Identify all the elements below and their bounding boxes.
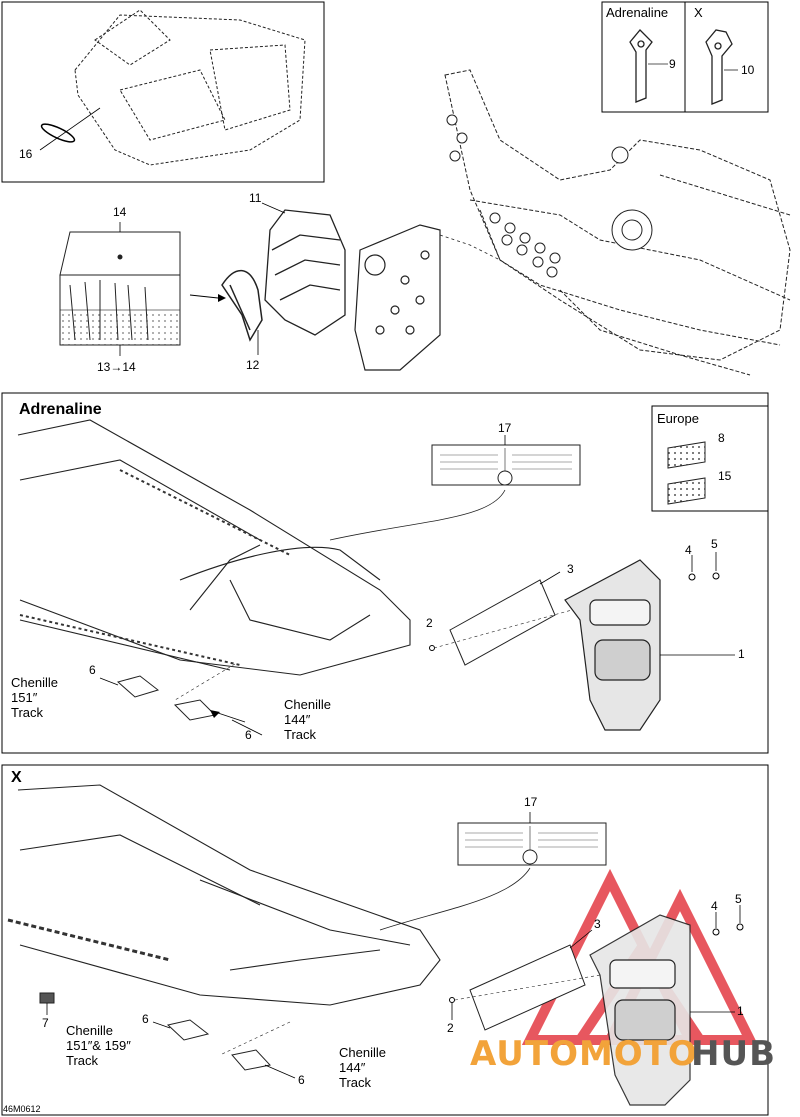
track-label-144: 144″ xyxy=(284,712,311,727)
track-label-151-159: 151″& 159″ xyxy=(66,1038,131,1053)
part-label-6-x-b: 6 xyxy=(298,1073,305,1087)
track-label-track-144: Track xyxy=(284,727,317,742)
part-label-1-adrenaline: 1 xyxy=(738,647,745,661)
frame-holes xyxy=(446,114,653,278)
part-label-2-adrenaline: 2 xyxy=(426,616,433,630)
part-label-4-adrenaline: 4 xyxy=(685,543,692,557)
track-guide-6-adrenaline xyxy=(116,675,217,721)
track-label-144-x: 144″ xyxy=(339,1060,366,1075)
watermark-text-hub: HUB xyxy=(691,1034,776,1074)
strap-ring-16 xyxy=(40,123,76,143)
variant-label-x-top: X xyxy=(694,5,703,20)
bracket-9-drawing xyxy=(629,29,668,103)
diagram-code: 46M0612 xyxy=(3,1104,41,1114)
snowflap-1-adrenaline xyxy=(564,559,661,731)
track-label-151: 151″ xyxy=(11,690,38,705)
part-label-9: 9 xyxy=(669,57,676,71)
box-europe xyxy=(651,405,769,512)
track-label-track-144-x: Track xyxy=(339,1075,372,1090)
variant-label-adrenaline-top: Adrenaline xyxy=(606,5,669,20)
box-adrenaline-section xyxy=(1,392,769,754)
part-label-11: 11 xyxy=(249,191,262,205)
license-plate-3-adrenaline xyxy=(449,579,556,666)
decal-17-x xyxy=(457,822,607,866)
part-label-3-adrenaline: 3 xyxy=(567,562,574,576)
europe-decal-8 xyxy=(667,441,706,469)
watermark-text-automoto: AUTOMOTO xyxy=(470,1034,698,1074)
track-label-track-151: Track xyxy=(11,705,44,720)
part-label-12: 12 xyxy=(246,358,260,372)
frame-tunnel-drawing xyxy=(444,69,791,376)
part-label-3-x: 3 xyxy=(594,917,601,931)
box-storage-panel xyxy=(1,1,325,183)
x-tunnel-drawing xyxy=(17,784,441,1006)
europe-decal-15 xyxy=(667,477,706,505)
part-label-8: 8 xyxy=(718,431,725,445)
x-track-belt xyxy=(7,918,171,962)
part-label-6-x-a: 6 xyxy=(142,1012,149,1026)
part-label-4-x: 4 xyxy=(711,899,718,913)
part-label-10: 10 xyxy=(741,63,755,77)
part-label-6-adrenaline-a: 6 xyxy=(89,663,96,677)
part-label-13-14: 13→14 xyxy=(97,360,136,374)
section-title-adrenaline: Adrenaline xyxy=(19,401,102,418)
snowflap-1-x xyxy=(589,914,691,1106)
track-label-chenille-151: Chenille xyxy=(11,675,58,690)
track-label-track-151-159: Track xyxy=(66,1053,99,1068)
part-label-2-x: 2 xyxy=(447,1021,454,1035)
tool-kit-drawing xyxy=(59,231,181,346)
track-label-chenille-151-159: Chenille xyxy=(66,1023,113,1038)
part-label-1-x: 1 xyxy=(737,1004,744,1018)
decal-17-adrenaline xyxy=(431,444,581,486)
storage-bag-11-drawing xyxy=(264,209,346,336)
part-label-16: 16 xyxy=(19,147,33,161)
track-guide-6-x xyxy=(166,1019,271,1071)
adrenaline-track-belt xyxy=(19,469,291,666)
track-label-chenille-144-x: Chenille xyxy=(339,1045,386,1060)
strap-12-drawing xyxy=(221,269,263,342)
part-label-5-adrenaline: 5 xyxy=(711,537,718,551)
part-label-6-adrenaline-b: 6 xyxy=(245,728,252,742)
part-label-14: 14 xyxy=(113,205,127,219)
bracket-10-drawing xyxy=(705,29,738,105)
clip-7-drawing xyxy=(39,992,55,1004)
part-label-17-adrenaline: 17 xyxy=(498,421,512,435)
part-label-5-x: 5 xyxy=(735,892,742,906)
box-x-section xyxy=(1,764,769,1116)
europe-label: Europe xyxy=(657,411,699,426)
section-title-x: X xyxy=(11,769,22,786)
part-label-17-x: 17 xyxy=(524,795,538,809)
adrenaline-tunnel-drawing xyxy=(17,419,411,676)
part-label-7: 7 xyxy=(42,1016,49,1030)
mounting-plate-drawing xyxy=(354,224,441,371)
storage-compartment-drawing xyxy=(74,9,306,166)
track-label-chenille-144: Chenille xyxy=(284,697,331,712)
part-label-15: 15 xyxy=(718,469,732,483)
